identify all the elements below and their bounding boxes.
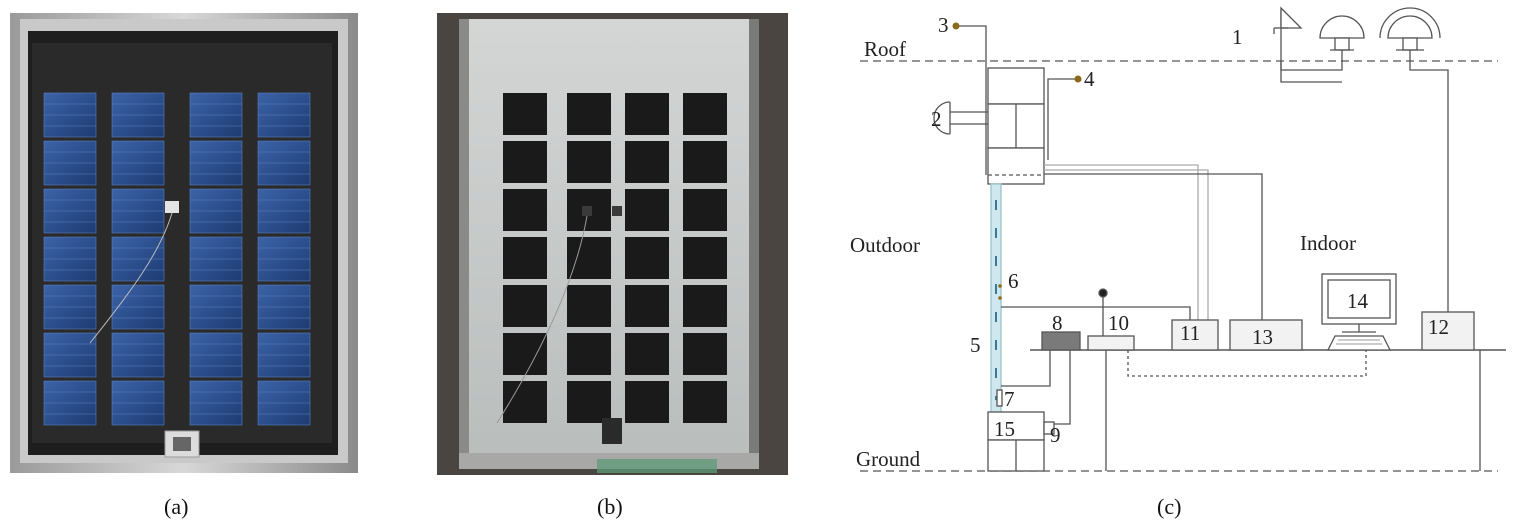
cell-opening: [567, 381, 611, 423]
number-13: 13: [1252, 325, 1273, 349]
sensor-6-wire: [1001, 306, 1191, 320]
cell-opening: [683, 93, 727, 135]
sensor-10-probe: [1098, 288, 1108, 298]
number-15: 15: [994, 417, 1015, 441]
upper-box-top: [987, 67, 1045, 105]
cell-opening: [625, 93, 669, 135]
caption-c: (c): [1157, 494, 1182, 519]
cell-opening: [625, 237, 669, 279]
green-objects: [597, 459, 717, 473]
label-indoor: Indoor: [1300, 231, 1356, 255]
number-12: 12: [1428, 315, 1449, 339]
ground-box-15-top: [987, 411, 1045, 441]
label-roof: Roof: [864, 37, 906, 61]
device-12: [1421, 311, 1475, 351]
cell-opening: [625, 333, 669, 375]
keyboard-icon: [1326, 335, 1392, 351]
cell-opening: [567, 285, 611, 327]
wire-to-13: [1044, 173, 1263, 320]
number-3: 3: [938, 13, 949, 37]
number-7: 7: [1004, 387, 1015, 411]
cell-opening: [567, 93, 611, 135]
cell-opening: [503, 333, 547, 375]
photo-a: [10, 13, 358, 473]
cell-opening: [503, 93, 547, 135]
photo-a-image: [10, 13, 358, 473]
cell-opening: [683, 237, 727, 279]
pyranometer-2-icon: [933, 101, 951, 135]
cell-opening: [625, 141, 669, 183]
cell-opening: [625, 189, 669, 231]
label-outdoor: Outdoor: [850, 233, 920, 257]
instrument-1-icon: [1280, 6, 1303, 29]
number-4: 4: [1084, 67, 1095, 91]
sensor-7-icon: [996, 389, 1003, 407]
shaded-pyranometer-icon: [1387, 15, 1433, 39]
setup-diagram: Roof Ground Outdoor Indoor 1 2 3 4 5 6 7…: [850, 6, 1506, 472]
number-1: 1: [1232, 25, 1243, 49]
number-8: 8: [1052, 311, 1063, 335]
number-14: 14: [1347, 289, 1369, 313]
caption-a: (a): [164, 494, 189, 519]
sensor-box: [165, 201, 179, 213]
caption-b: (b): [597, 494, 623, 519]
sensor-right: [612, 206, 622, 216]
upper-box-bottom: [987, 147, 1045, 185]
roof-to-12-wire: [1409, 50, 1449, 312]
cell-opening: [567, 141, 611, 183]
sensor-6-dot-upper: [998, 284, 1002, 288]
device-11: [1171, 319, 1219, 351]
device-10: [1087, 335, 1135, 351]
sensor-9-icon: [1043, 421, 1055, 435]
device-8: [1041, 331, 1081, 351]
cell-opening: [625, 285, 669, 327]
cell-opening: [503, 285, 547, 327]
cell-opening: [503, 189, 547, 231]
cell-window-grid: [503, 93, 727, 423]
number-5: 5: [970, 333, 981, 357]
connector: [602, 418, 622, 444]
diagram-c: Roof Ground Outdoor Indoor 1 2 3 4 5 6 7…: [830, 0, 1516, 490]
cell-opening: [683, 189, 727, 231]
sensor-3-dot: [952, 22, 960, 30]
sensor-6-dot-lower: [998, 296, 1002, 300]
photo-b-image: [437, 13, 788, 475]
cell-opening: [683, 381, 727, 423]
sensor-4-dot: [1074, 75, 1082, 83]
number-2: 2: [931, 107, 942, 131]
number-6: 6: [1008, 269, 1019, 293]
cell-opening: [625, 381, 669, 423]
label-ground: Ground: [856, 447, 921, 471]
number-11: 11: [1180, 321, 1200, 345]
number-9: 9: [1050, 423, 1061, 447]
roof-pyranometer-icon: [1319, 15, 1365, 39]
cell-opening: [503, 237, 547, 279]
solar-cell-grid: [43, 92, 311, 426]
cell-opening: [683, 141, 727, 183]
sensor-3-wire: [958, 25, 987, 175]
network-cable: [1127, 350, 1367, 377]
cell-opening: [683, 333, 727, 375]
cell-opening: [567, 237, 611, 279]
device-13: [1229, 319, 1303, 351]
cell-opening: [683, 285, 727, 327]
photo-b: [437, 13, 788, 475]
sensor-4-wire: [1047, 78, 1076, 160]
cell-opening: [503, 141, 547, 183]
sensor-left: [582, 206, 592, 216]
number-10: 10: [1108, 311, 1129, 335]
cell-opening: [567, 333, 611, 375]
